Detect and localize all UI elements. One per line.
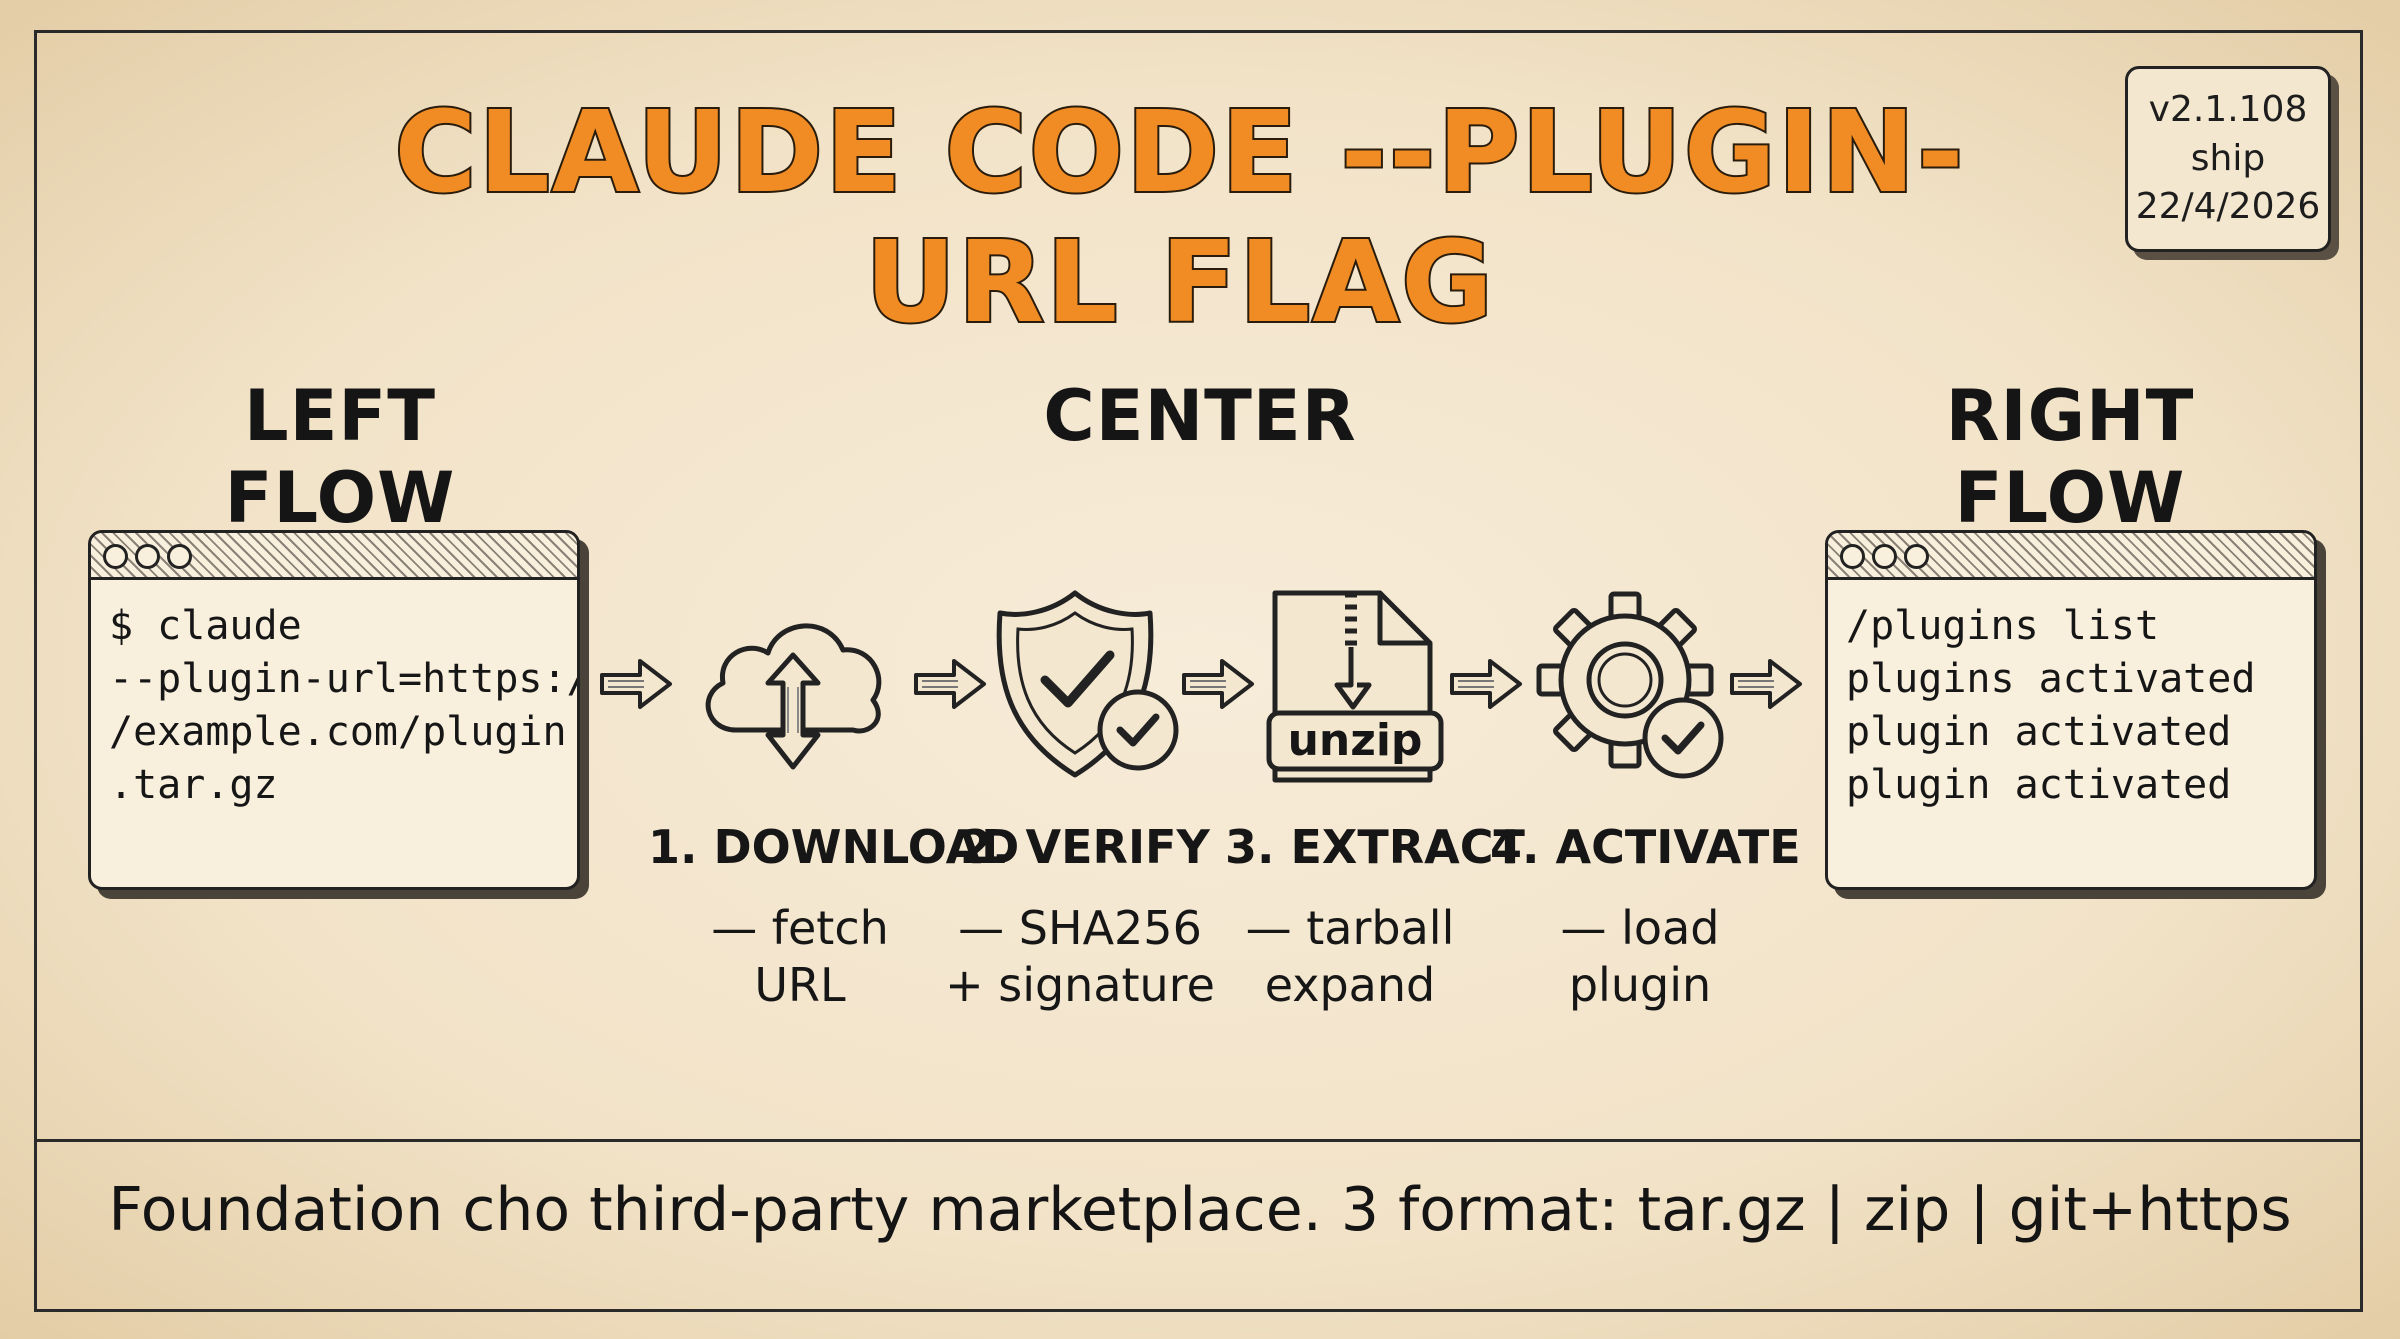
step-download-desc: — fetch URL [711,901,889,1012]
flow-arrow-icon [1730,659,1802,709]
center-heading: CENTER [1043,375,1357,457]
version-status: ship [2190,137,2266,179]
step-verify-title: 2. VERIFY [960,820,1210,874]
cloud-download-icon [705,623,882,770]
flow-arrow-icon [1450,659,1522,709]
unzip-label: unzip [1287,715,1423,766]
footer-divider [34,1139,2363,1142]
step-activate-title: 4. ACTIVATE [1490,820,1801,874]
flow-arrow-icon [600,659,672,709]
window-dot-icon [1840,544,1865,569]
page-title: CLAUDE CODE --PLUGIN-URL FLAG [392,86,1966,350]
step-download-title: 1. DOWNLOAD [648,820,1020,874]
version-date: 22/4/2026 [2135,186,2321,228]
window-dot-icon [1904,544,1929,569]
window-titlebar [1828,533,2314,580]
terminal-line: .tar.gz [109,762,278,808]
version-badge: v2.1.108 ship 22/4/2026 [2125,66,2331,252]
terminal-line: /example.com/plugin [109,709,567,755]
step-verify-desc: — SHA256 + signature [945,901,1215,1012]
window-dot-icon [135,544,160,569]
step-extract-desc: — tarball expand [1245,901,1455,1012]
zip-file-icon [1266,590,1444,783]
flow-arrow-icon [914,659,986,709]
right-terminal-window: /plugins list plugins activated plugin act… [1825,530,2317,890]
outer-frame [34,30,2363,1312]
gear-check-icon [1536,591,1724,779]
version-number: v2.1.108 [2148,89,2308,131]
terminal-output: /plugins list plugins activated plugin act… [1828,580,2314,832]
terminal-line: /plugins list [1846,603,2160,649]
window-titlebar [91,533,577,580]
terminal-line: plugins activated [1846,656,2256,702]
step-extract-title: 3. EXTRACT [1225,820,1525,874]
left-terminal-window: $ claude --plugin-url=https:/ /example.com… [88,530,580,890]
terminal-line: plugin activated [1846,709,2232,755]
window-dot-icon [167,544,192,569]
shield-check-icon [996,590,1179,778]
right-flow-heading: RIGHT FLOW [1945,375,2195,539]
footer-text: Foundation cho third-party marketplace. … [108,1175,2292,1245]
terminal-line: plugin activated [1846,762,2232,808]
terminal-line: --plugin-url=https:/ [109,656,580,702]
window-dot-icon [1872,544,1897,569]
left-flow-heading: LEFT FLOW [224,375,456,539]
step-activate-desc: — load plugin [1560,901,1720,1012]
window-dot-icon [103,544,128,569]
terminal-output: $ claude --plugin-url=https:/ /example.com… [91,580,577,832]
flow-arrow-icon [1182,659,1254,709]
terminal-line: $ claude [109,603,302,649]
